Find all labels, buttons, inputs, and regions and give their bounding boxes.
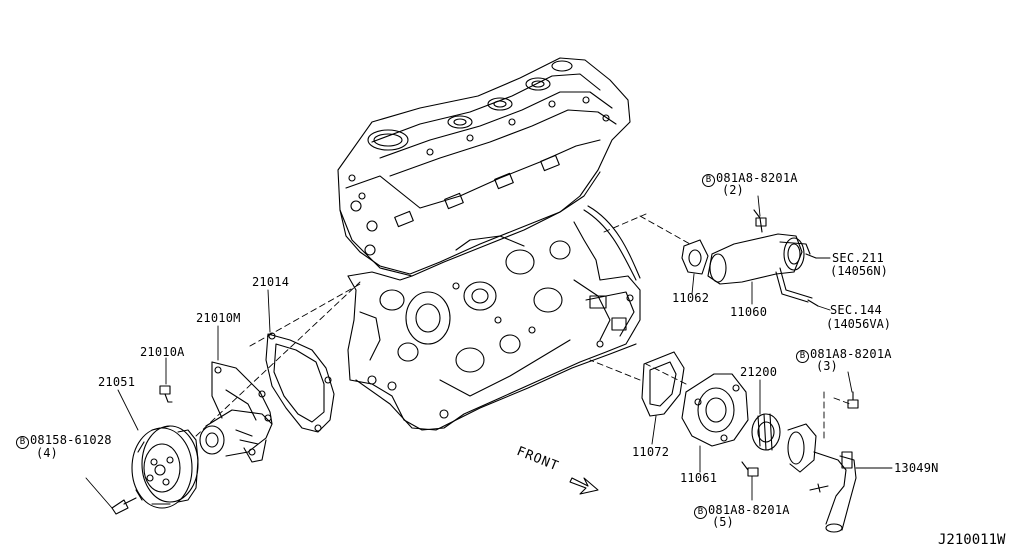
- label-08158-qty: (4): [36, 446, 58, 460]
- label-081A8-top-number: 081A8-8201A: [716, 171, 798, 185]
- label-sec144-sub: (14056VA): [826, 317, 892, 331]
- label-21200: 21200: [740, 365, 778, 379]
- circled-b-icon: B: [16, 436, 29, 449]
- label-081A8-top-qty: (2): [722, 183, 744, 197]
- label-11072: 11072: [632, 445, 670, 459]
- label-11061: 11061: [680, 471, 718, 485]
- diagram-reference-code: J210011W: [938, 532, 1006, 548]
- bolt-08158-drawing: [111, 497, 137, 515]
- front-arrow: [569, 477, 599, 495]
- bolt-081A8-mid-drawing: [847, 391, 859, 409]
- label-08158-number: 08158-61028: [30, 433, 112, 447]
- label-21014: 21014: [252, 275, 290, 289]
- circled-b-icon: B: [796, 350, 809, 363]
- pulley-drawing: [131, 425, 199, 509]
- bolt-081A8-bot-drawing: [741, 461, 759, 477]
- gasket-11072-drawing: [641, 351, 685, 417]
- bypass-pipe-drawing: [787, 423, 857, 533]
- gasket-11062-drawing: [681, 239, 709, 275]
- label-21051: 21051: [98, 375, 136, 389]
- label-11062: 11062: [672, 291, 710, 305]
- label-11060: 11060: [730, 305, 768, 319]
- label-13049N: 13049N: [894, 461, 939, 475]
- circled-b-icon: B: [702, 174, 715, 187]
- label-sec144: SEC.144: [830, 303, 882, 317]
- engine-block-drawing: [337, 57, 641, 431]
- bolt-21010A-drawing: [159, 385, 173, 403]
- water-pump-drawing: [199, 361, 273, 463]
- label-21010M: 21010M: [196, 311, 241, 325]
- thermostat-housing-drawing: [681, 373, 749, 447]
- label-081A8-bot-qty: (5): [712, 515, 734, 529]
- circled-b-icon: B: [694, 506, 707, 519]
- label-sec211: SEC.211: [832, 251, 884, 265]
- label-081A8-mid-qty: (3): [816, 359, 838, 373]
- water-outlet-11060-drawing: [707, 209, 813, 303]
- label-081A8-mid-number: 081A8-8201A: [810, 347, 892, 361]
- label-081A8-bot-number: 081A8-8201A: [708, 503, 790, 517]
- label-21010A: 21010A: [140, 345, 185, 359]
- gasket-21014-drawing: [265, 332, 335, 433]
- label-sec211-sub: (14056N): [830, 264, 888, 278]
- thermostat-drawing: [751, 413, 781, 451]
